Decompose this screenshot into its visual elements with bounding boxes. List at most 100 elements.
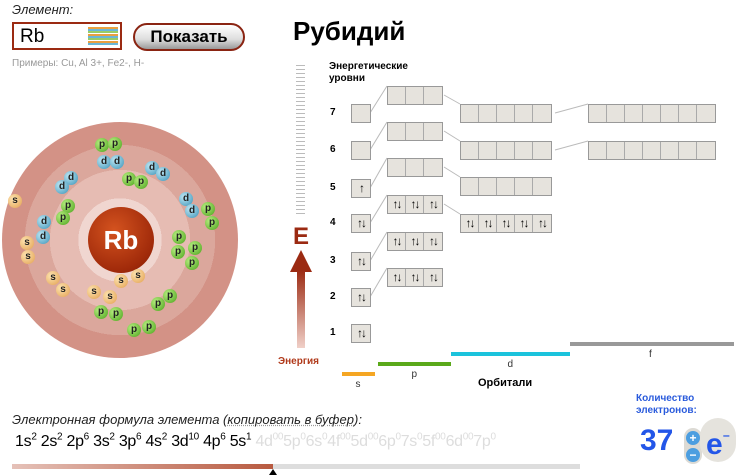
energy-scale — [296, 65, 305, 217]
sublevel: 1s — [15, 433, 32, 451]
orbital-cell — [643, 105, 661, 122]
orbital-cell — [424, 159, 442, 176]
formula-term: 2s2 — [40, 432, 63, 451]
levels-title-line: Энергетические — [329, 61, 408, 72]
orbital-6s — [351, 141, 371, 160]
orbital-cell: ↑↓ — [461, 215, 479, 232]
electron-s: s — [131, 269, 145, 283]
formula-label-text: Электронная формула элемента ( — [12, 412, 228, 427]
orbital-cell — [533, 142, 551, 159]
element-title: Рубидий — [293, 16, 406, 46]
orbital-cell — [479, 178, 497, 195]
electron-d: d — [110, 155, 124, 169]
plus-button[interactable]: + — [686, 431, 700, 445]
electron-p: p — [142, 320, 156, 334]
orbital-link — [443, 94, 461, 105]
orbital-cell — [589, 142, 607, 159]
orbital-cell — [461, 178, 479, 195]
sublevel: 3s — [93, 433, 110, 451]
orbital-cell: ↑↓ — [429, 270, 439, 284]
orbital-cell — [661, 142, 679, 159]
sublevel: 7p — [473, 433, 491, 451]
orbital-7s — [351, 104, 371, 123]
electron-d: d — [37, 215, 51, 229]
orbital-4p: ↑↓↑↓↑↓ — [387, 195, 443, 214]
electron-count: 37 — [640, 424, 674, 457]
orbital-cell: ↑↓ — [357, 216, 367, 230]
electron-count: 6 — [83, 432, 90, 443]
electron-s: s — [114, 274, 128, 288]
electron-count: 2 — [161, 432, 168, 443]
sublevel: 5p — [283, 433, 301, 451]
minus-button[interactable]: − — [686, 448, 700, 462]
electron-count: 6 — [220, 432, 226, 443]
orbital-link — [369, 267, 388, 298]
sublevel: 2s — [40, 433, 58, 451]
formula-term: 5p0 — [283, 432, 306, 451]
orbital-5p — [387, 158, 443, 177]
electron-d: d — [55, 180, 69, 194]
orbital-cell — [388, 87, 406, 104]
periodic-table-icon[interactable] — [88, 27, 118, 45]
sublevel: 2p — [66, 433, 84, 451]
electron-count: 00 — [272, 432, 284, 443]
orbital-cell — [352, 105, 370, 122]
formula-term: 6s0 — [306, 432, 328, 450]
orbital-cell — [661, 105, 679, 122]
bar-s — [342, 372, 375, 376]
sublevel: 4s — [145, 433, 162, 451]
orbital-cell — [479, 142, 497, 159]
electron-count: 0 — [490, 432, 497, 443]
energy-letter: E — [293, 223, 310, 250]
orbital-cell — [607, 105, 625, 122]
electron-count: 1 — [246, 432, 252, 443]
orbital-cell — [533, 105, 551, 122]
electron-count: 2 — [57, 432, 63, 443]
orbital-5s: ↑ — [351, 179, 371, 198]
orbital-cell: ↑↓ — [357, 326, 367, 340]
orbital-cell — [424, 123, 442, 140]
nucleus: Rb — [88, 207, 154, 273]
electron-p: p — [134, 175, 148, 189]
orbital-link — [369, 85, 388, 114]
progress-marker[interactable] — [269, 469, 278, 475]
orbital-cell: ↑↓ — [388, 233, 406, 250]
orbital-cell: ↑↓ — [388, 196, 406, 213]
orbital-cell — [388, 159, 406, 176]
orbital-3d: ↑↓↑↓↑↓↑↓↑↓ — [460, 214, 552, 233]
electron-icon: e⁻ — [700, 418, 736, 462]
level-number: 6 — [330, 144, 336, 155]
orbital-cell: ↑↓ — [538, 216, 548, 230]
sublevel: 6d — [445, 433, 464, 451]
orbital-6p — [387, 122, 443, 141]
electron-formula: 1s2 2s2 2p6 3s2 3p6 4s2 3d10 4p6 5s1 4d0… — [15, 432, 496, 451]
formula-term: 4f00 — [327, 432, 351, 450]
orbital-cell: ↑↓ — [388, 269, 406, 286]
copy-link[interactable]: копировать в буфер — [227, 412, 355, 427]
electron-count: 00 — [339, 432, 351, 443]
orbital-cell — [515, 178, 533, 195]
electron-s: s — [87, 285, 101, 299]
level-number: 2 — [330, 291, 336, 302]
electron-p: p — [171, 245, 185, 259]
show-button[interactable]: Показать — [133, 23, 245, 51]
electron-stepper: + − — [684, 428, 702, 464]
energy-label: Энергия — [278, 356, 319, 367]
electron-count: 00 — [367, 432, 379, 443]
orbital-cell — [352, 142, 370, 159]
electron-count: 00 — [435, 432, 446, 443]
electron-count: 0 — [417, 432, 423, 443]
electron-p: p — [108, 137, 122, 151]
electron-s: s — [8, 194, 22, 208]
formula-term: 5d00 — [351, 432, 379, 450]
type-label-p: p — [411, 369, 418, 380]
formula-term: 3p6 — [119, 432, 142, 450]
orbital-2s: ↑↓ — [351, 288, 371, 307]
orbital-cell — [515, 142, 533, 159]
orbital-cell — [461, 105, 479, 122]
formula-term: 7p0 — [473, 432, 497, 451]
orbital-cell — [607, 142, 625, 159]
orbital-1s: ↑↓ — [351, 324, 371, 343]
electron-d: d — [97, 155, 111, 169]
orbital-3p: ↑↓↑↓↑↓ — [387, 232, 443, 251]
